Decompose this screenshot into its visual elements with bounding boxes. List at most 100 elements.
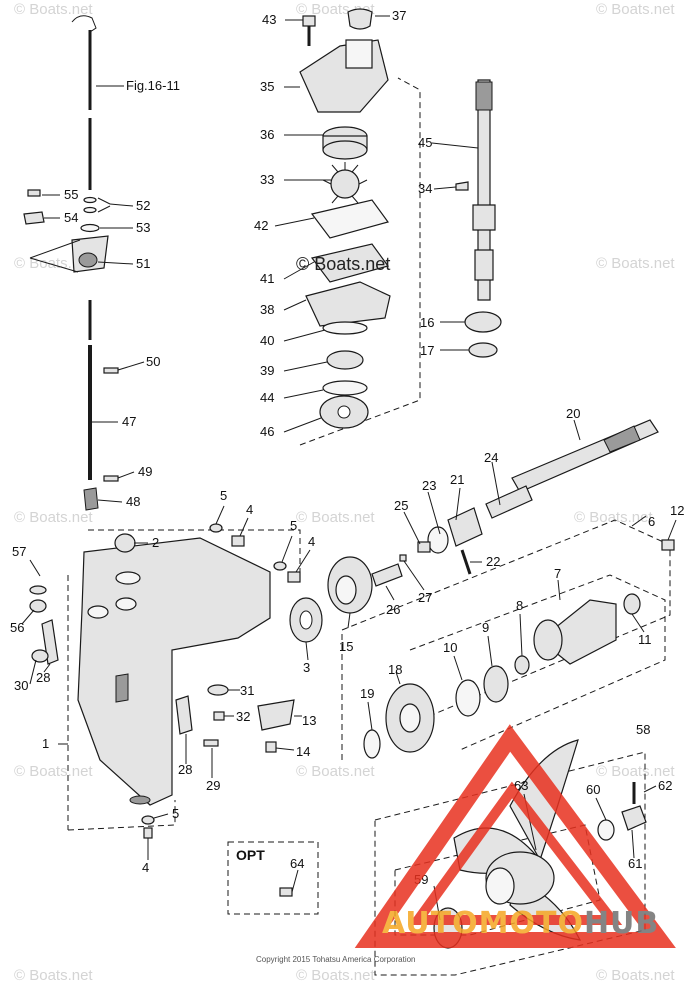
part-number: 58 (636, 722, 650, 737)
figure-reference: Fig.16-11 (126, 78, 180, 93)
pump-base-38 (305, 281, 391, 327)
plug-56 (29, 599, 47, 613)
washer-5b (273, 561, 287, 571)
watermark: © Boats.net (14, 763, 93, 780)
pump-case-outlet (345, 39, 373, 69)
screw-4c (143, 827, 153, 839)
part-number: 5 (220, 488, 227, 503)
watermark: © Boats.net (574, 509, 653, 526)
part-number: 8 (516, 598, 523, 613)
o-ring-10 (455, 679, 481, 717)
part-number: 2 (152, 535, 159, 550)
gasket-42 (310, 199, 389, 239)
propeller-inner-frame (394, 824, 601, 936)
nut-30 (31, 649, 49, 663)
shim-19 (363, 729, 381, 759)
part-number: 53 (136, 220, 150, 235)
part-number: 51 (136, 256, 150, 271)
o-ring-52b (83, 206, 97, 214)
clutch-21 (447, 507, 483, 547)
watermark: © Boats.net (296, 763, 375, 780)
oil-seal-39 (326, 350, 364, 370)
part-number: 55 (64, 187, 78, 202)
nut-17 (468, 342, 498, 358)
gear-case-body (77, 537, 271, 806)
bearing-9 (483, 665, 509, 703)
impeller-33 (330, 169, 360, 199)
part-number: 49 (138, 464, 152, 479)
o-ring-53 (80, 223, 100, 233)
washer-5c (141, 815, 155, 825)
washer-57 (29, 585, 47, 595)
part-number: 28 (178, 762, 192, 777)
watermark-group: © Boats.net © Boats.net © Boats.net © Bo… (14, 1, 675, 984)
trim-tab-13 (257, 699, 295, 731)
propeller-shaft-group-frame (341, 519, 671, 760)
anode-28a (41, 619, 59, 665)
plunger-26 (371, 563, 403, 587)
part-number: 35 (260, 79, 274, 94)
bolt-43-head (302, 15, 316, 27)
part-number: 46 (260, 424, 274, 439)
watermark: © Boats.net (596, 1, 675, 18)
part-number: 3 (303, 660, 310, 675)
screw-4a (231, 535, 245, 547)
bolt-29 (203, 739, 219, 747)
center-watermark: © Boats.net (296, 254, 390, 274)
pinion-gear-16 (464, 311, 502, 333)
part-number: 28 (36, 670, 50, 685)
watermark: © Boats.net (14, 967, 93, 984)
spring-24 (485, 485, 533, 519)
washer-60 (597, 819, 615, 841)
pin-49 (103, 475, 119, 482)
part-number: 12 (670, 503, 684, 518)
part-number: 60 (586, 782, 600, 797)
part-number: 20 (566, 406, 580, 421)
key-34 (455, 181, 469, 191)
part-number: 62 (658, 778, 672, 793)
pin-22 (460, 549, 472, 575)
part-number: 39 (260, 363, 274, 378)
ball-27 (399, 554, 407, 562)
bearing-housing-frame (409, 574, 666, 751)
part-number: 32 (236, 709, 250, 724)
part-number: 10 (443, 640, 457, 655)
part-number: 6 (648, 514, 655, 529)
bearing-8 (514, 655, 530, 675)
part-number: 4 (142, 860, 149, 875)
part-number: 15 (339, 639, 353, 654)
part-number: 29 (206, 778, 220, 793)
part-number: 16 (420, 315, 434, 330)
part-number: 4 (246, 502, 253, 517)
watermark: © Boats.net (296, 967, 375, 984)
part-number: 54 (64, 210, 78, 225)
part-number: 14 (296, 744, 310, 759)
opt-label: OPT (236, 847, 265, 863)
o-ring-40 (322, 321, 368, 335)
bolt-55 (27, 189, 41, 197)
grommet-37 (347, 8, 373, 30)
water-pump-assembly (299, 8, 391, 429)
part-number: 38 (260, 302, 274, 317)
part-number: 13 (302, 713, 316, 728)
part-number: 34 (418, 181, 432, 196)
washer-5a (209, 523, 223, 533)
leader-lines (21, 15, 677, 921)
part-number: 26 (386, 602, 400, 617)
gear-case-1 (77, 537, 271, 806)
part-number: 5 (172, 806, 179, 821)
anode-28b (175, 695, 193, 735)
watermark: © Boats.net (596, 967, 675, 984)
shift-cam-48 (83, 487, 99, 511)
part-number: 11 (638, 632, 652, 647)
part-number: 52 (136, 198, 150, 213)
rod-hook (71, 15, 97, 33)
pin-25 (417, 541, 431, 553)
part-number: 27 (418, 590, 432, 605)
part-number: 17 (420, 343, 434, 358)
pin-50 (103, 367, 119, 374)
propeller-group-frame (374, 751, 646, 976)
copyright-notice: Copyright 2015 Tohatsu America Corporati… (256, 955, 416, 964)
ring-23 (427, 526, 449, 554)
